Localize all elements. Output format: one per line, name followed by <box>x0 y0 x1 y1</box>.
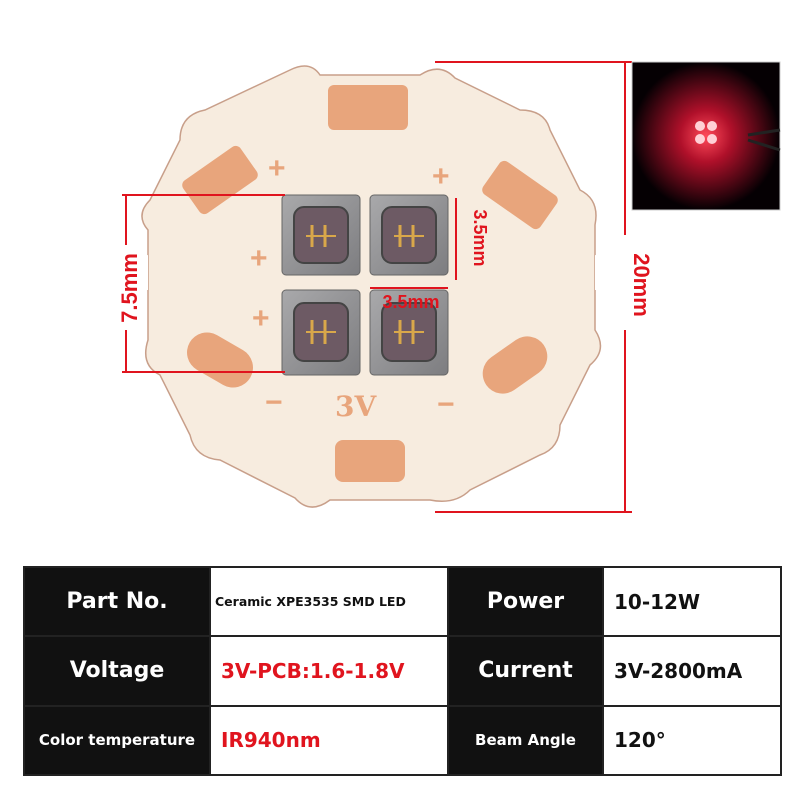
plus-mark: + <box>252 302 270 335</box>
label-beam-angle: Beam Angle <box>447 704 604 777</box>
copper-pad-left-upper <box>182 145 258 215</box>
copper-pad-right-upper <box>482 160 558 230</box>
led-chip <box>281 194 361 276</box>
value-beam-angle: 120° <box>602 704 782 777</box>
lit-led-inset-photo <box>631 61 781 211</box>
led-board: + + + + − − 3V <box>125 65 620 508</box>
label-voltage: Voltage <box>23 635 211 707</box>
dimension-markers <box>122 61 632 513</box>
dim-label-7-5mm: 7.5mm <box>117 253 142 323</box>
value-voltage: 3V-PCB:1.6-1.8V <box>209 635 449 707</box>
led-chip <box>281 289 361 376</box>
copper-pad-bottom <box>335 440 405 482</box>
spec-table: Part No. Ceramic XPE3535 SMD LED Power 1… <box>23 565 782 777</box>
table-row: Part No. Ceramic XPE3535 SMD LED Power 1… <box>23 565 782 638</box>
plus-mark: + <box>268 152 286 185</box>
led-chip <box>369 289 449 376</box>
voltage-mark: 3V <box>335 390 377 423</box>
dim-label-3-5mm-horizontal: 3.5mm <box>382 292 439 312</box>
table-row: Voltage 3V-PCB:1.6-1.8V Current 3V-2800m… <box>23 635 782 707</box>
value-part-no: Ceramic XPE3535 SMD LED <box>209 565 449 638</box>
plus-mark: + <box>250 242 268 275</box>
plus-mark: + <box>432 160 450 193</box>
copper-pad-right-lower <box>482 336 548 394</box>
dim-label-3-5mm-vertical: 3.5mm <box>470 209 490 266</box>
label-power: Power <box>447 565 604 638</box>
label-current: Current <box>447 635 604 707</box>
led-chip <box>369 194 449 276</box>
value-current: 3V-2800mA <box>602 635 782 707</box>
table-row: Color temperature IR940nm Beam Angle 120… <box>23 704 782 777</box>
value-power: 10-12W <box>602 565 782 638</box>
label-part-no: Part No. <box>23 565 211 638</box>
minus-mark: − <box>437 388 455 421</box>
value-color-temperature: IR940nm <box>209 704 449 777</box>
minus-mark: − <box>265 386 283 419</box>
label-color-temperature: Color temperature <box>23 704 211 777</box>
copper-pad-left-lower <box>187 332 253 388</box>
copper-pad-top <box>328 85 408 130</box>
dim-label-20mm: 20mm <box>629 253 654 317</box>
